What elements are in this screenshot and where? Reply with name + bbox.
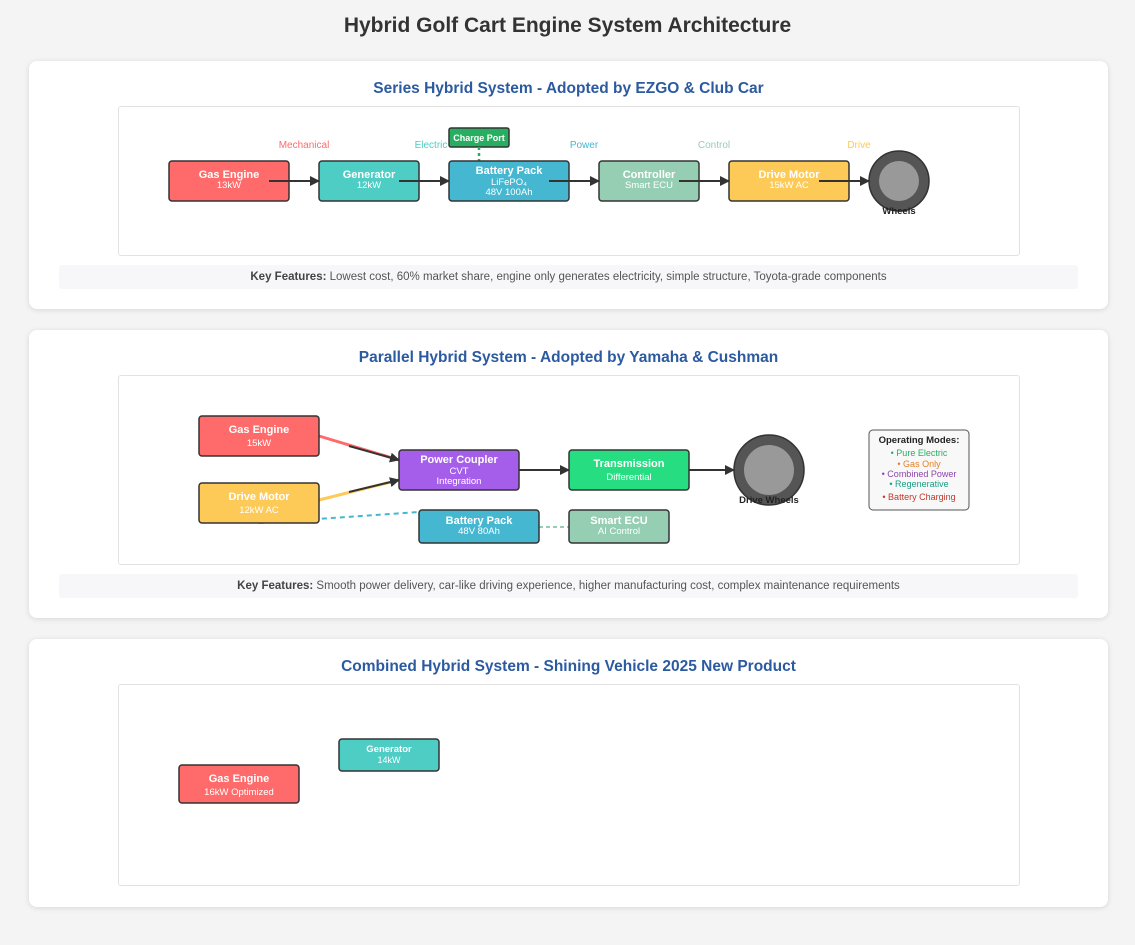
series-battery-label: Battery Pack — [476, 165, 544, 177]
parallel-drive-motor-spec: 12kW AC — [239, 505, 279, 516]
parallel-wheels: Drive Wheels — [733, 434, 805, 506]
legend-mechanical: Mechanical — [279, 140, 330, 151]
series-features: Key Features: Lowest cost, 60% market sh… — [59, 265, 1078, 289]
parallel-wheels-label: Drive Wheels — [739, 495, 799, 506]
series-diagram-frame: Mechanical Electric Power Control Drive … — [118, 106, 1020, 256]
parallel-battery-spec: 48V 80Ah — [458, 526, 500, 537]
series-wheels-label: Wheels — [882, 206, 915, 217]
legend-electric: Electric — [415, 140, 448, 151]
power-coupler-spec1: CVT — [450, 466, 469, 477]
mode-regenerative: • Regenerative — [889, 479, 948, 489]
parallel-battery-label: Battery Pack — [446, 515, 514, 527]
parallel-gas-engine-spec: 15kW — [247, 438, 271, 449]
series-generator-label: Generator — [343, 169, 396, 181]
series-hybrid-card: Series Hybrid System - Adopted by EZGO &… — [29, 61, 1108, 309]
operating-modes-box: Operating Modes: • Pure Electric • Gas O… — [868, 429, 970, 511]
charge-port: Charge Port — [448, 127, 510, 148]
combined-gas-engine-box: Gas Engine 16kW Optimized — [178, 764, 300, 804]
parallel-gas-engine-label: Gas Engine — [229, 424, 290, 436]
legend-control: Control — [698, 140, 730, 151]
power-coupler-box: Power Coupler CVT Integration — [398, 449, 520, 491]
combined-generator-spec: 14kW — [377, 755, 401, 765]
smart-ecu-box: Smart ECU AI Control — [568, 509, 670, 544]
transmission-label: Transmission — [594, 458, 665, 470]
combined-hybrid-card: Combined Hybrid System - Shining Vehicle… — [29, 639, 1108, 907]
series-gas-engine-label: Gas Engine — [199, 169, 260, 181]
combined-generator-label: Generator — [366, 744, 412, 755]
legend-drive: Drive — [847, 140, 871, 151]
series-drive-motor-spec: 15kW AC — [769, 180, 809, 191]
parallel-drive-motor-box: Drive Motor 12kW AC — [198, 482, 320, 524]
smart-ecu-label: Smart ECU — [590, 515, 648, 527]
parallel-hybrid-card: Parallel Hybrid System - Adopted by Yama… — [29, 330, 1108, 618]
mode-gas-only: • Gas Only — [897, 459, 941, 469]
charge-port-label: Charge Port — [453, 133, 505, 143]
series-controller-label: Controller — [623, 169, 676, 181]
parallel-features-text: Smooth power delivery, car-like driving … — [313, 580, 900, 592]
smart-ecu-spec: AI Control — [598, 526, 640, 537]
combined-hybrid-title: Combined Hybrid System - Shining Vehicle… — [341, 658, 796, 675]
parallel-hybrid-title: Parallel Hybrid System - Adopted by Yama… — [358, 349, 779, 366]
series-diagram: Mechanical Electric Power Control Drive … — [168, 127, 930, 217]
series-generator-box: Generator 12kW — [318, 160, 420, 202]
series-wheels: Wheels — [868, 150, 930, 217]
mode-battery-charging: • Battery Charging — [882, 492, 955, 502]
combined-gas-engine-spec: 16kW Optimized — [204, 787, 274, 798]
combined-diagram-frame: Gas Engine 16kW Optimized Generator 14kW — [118, 684, 1020, 886]
combined-diagram: Gas Engine 16kW Optimized Generator 14kW — [178, 738, 440, 804]
series-controller-box: Controller Smart ECU — [598, 160, 700, 202]
page-title: Hybrid Golf Cart Engine System Architect… — [343, 14, 792, 37]
mode-pure-electric: • Pure Electric — [891, 448, 948, 458]
transmission-spec: Differential — [606, 472, 651, 483]
arrow-motor-coupler — [348, 477, 400, 493]
series-battery-box: Battery Pack LiFePO₄ 48V 100Ah — [448, 160, 570, 202]
series-battery-spec: 48V 100Ah — [485, 187, 532, 198]
parallel-features-label: Key Features: — [237, 580, 314, 592]
combined-generator-box: Generator 14kW — [338, 738, 440, 772]
series-gas-engine-spec: 13kW — [217, 180, 241, 191]
series-generator-spec: 12kW — [357, 180, 381, 191]
parallel-diagram-frame: Gas Engine 15kW Drive Motor 12kW AC Powe… — [118, 375, 1020, 565]
mode-combined-power: • Combined Power — [882, 469, 957, 479]
parallel-diagram: Gas Engine 15kW Drive Motor 12kW AC Powe… — [198, 415, 970, 544]
parallel-battery-box: Battery Pack 48V 80Ah — [418, 509, 540, 544]
power-coupler-spec2: Integration — [437, 476, 482, 487]
combined-gas-engine-label: Gas Engine — [209, 773, 270, 785]
transmission-box: Transmission Differential — [568, 449, 690, 491]
legend-power: Power — [570, 140, 599, 151]
series-drive-motor-label: Drive Motor — [758, 169, 820, 181]
series-hybrid-title: Series Hybrid System - Adopted by EZGO &… — [373, 80, 764, 97]
power-coupler-label: Power Coupler — [420, 454, 498, 466]
series-features-label: Key Features: — [250, 271, 327, 283]
series-controller-spec: Smart ECU — [625, 180, 673, 191]
series-features-text: Lowest cost, 60% market share, engine on… — [326, 271, 887, 283]
parallel-drive-motor-label: Drive Motor — [228, 491, 290, 503]
arrow-engine-coupler — [348, 445, 400, 463]
operating-modes-title: Operating Modes: — [879, 435, 960, 446]
series-gas-engine-box: Gas Engine 13kW — [168, 160, 290, 202]
series-battery-chem: LiFePO₄ — [491, 177, 527, 188]
parallel-gas-engine-box: Gas Engine 15kW — [198, 415, 320, 457]
parallel-features: Key Features: Smooth power delivery, car… — [59, 574, 1078, 598]
